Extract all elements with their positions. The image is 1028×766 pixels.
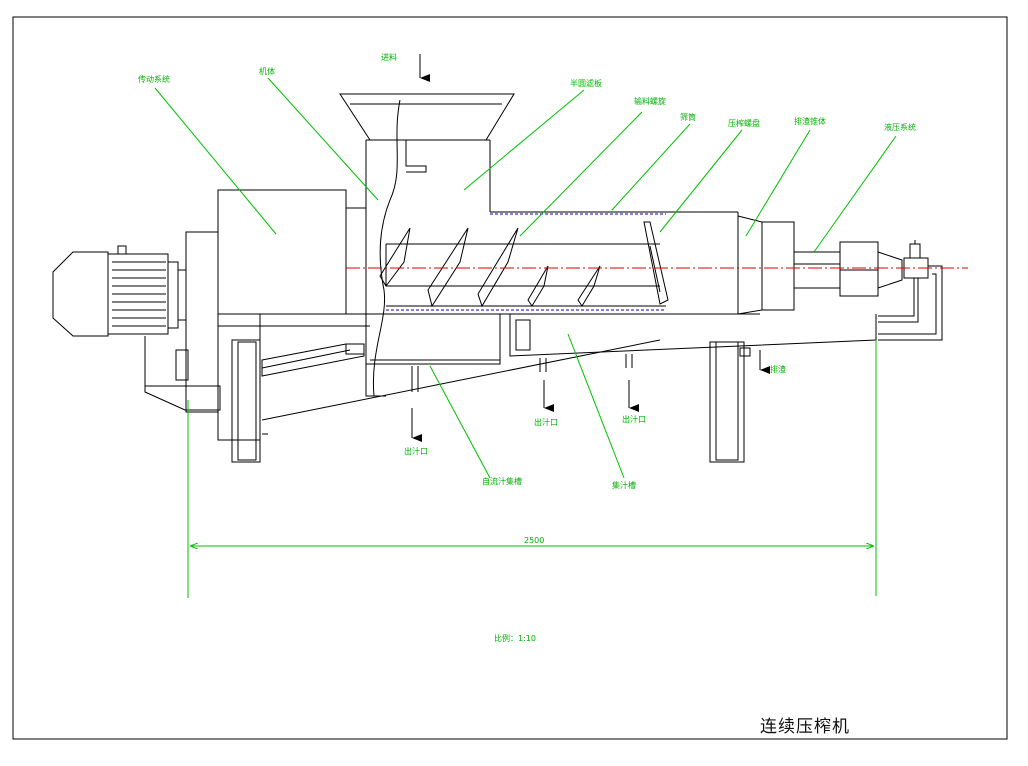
leader-lines [154,77,897,479]
scale-note: 比例：1:10 [494,633,536,643]
label-juice-out-2: 出汁口 [534,417,558,427]
label-hydraulic: 液压系统 [884,122,916,132]
label-juice-out-1: 出汁口 [404,446,428,456]
drawing-title: 连续压榨机 [760,717,850,737]
label-frame: 机体 [259,66,275,76]
label-juice-out-3: 出汁口 [622,414,646,424]
label-slag-out: 排渣 [770,364,786,374]
label-transmission: 传动系统 [138,74,170,84]
motor [52,245,187,386]
dimension [187,340,877,598]
label-gravity-trough: 自流汁集槽 [482,476,522,486]
label-slag-cone: 排渣锥体 [794,116,826,126]
label-feed-screw: 输料螺旋 [634,96,666,106]
dimension-value: 2500 [524,536,544,545]
label-juice-trough: 集汁槽 [612,480,636,490]
label-semi-cone-screen: 半圆滤板 [570,78,602,88]
machine-outline [52,93,943,463]
label-feed-in: 进料 [381,52,397,62]
drawing-border [12,16,1008,740]
label-screen: 筛筒 [680,112,696,122]
label-press-screw: 压榨螺盘 [728,118,760,128]
